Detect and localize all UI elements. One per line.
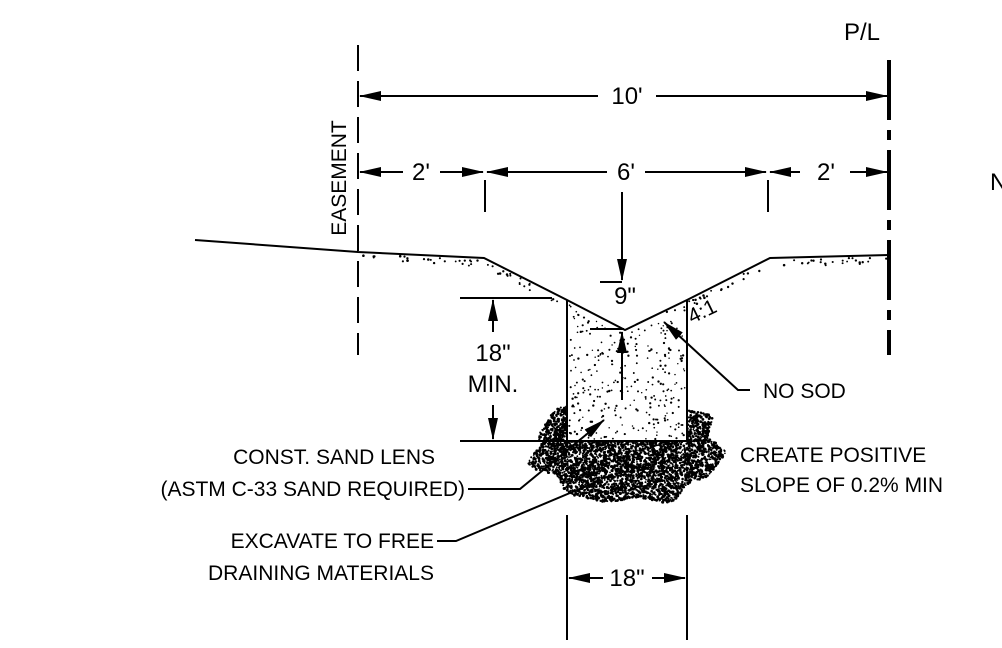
- no-sod-leader: [663, 321, 750, 391]
- right-width-label: 2': [817, 159, 835, 186]
- excavate-leader: [437, 481, 597, 542]
- lens-depth-min-label: MIN.: [468, 371, 519, 398]
- lens-depth-label: 18": [475, 340, 510, 367]
- topsoil-stipple: [362, 254, 888, 305]
- slope-callout-line1: CREATE POSITIVE: [740, 444, 926, 467]
- sand-lens-trench: [566, 300, 688, 442]
- lens-width-label: 18": [609, 565, 644, 592]
- ground-profile: [194, 239, 890, 332]
- sand-lens-stipple: [568, 304, 686, 441]
- no-sod-label: NO SOD: [763, 380, 846, 403]
- left-width-label: 2': [412, 159, 430, 186]
- sand-lens-background: [567, 300, 687, 441]
- side-slope-label: 4:1: [684, 295, 720, 328]
- excavate-callout-line1: EXCAVATE TO FREE: [231, 530, 434, 553]
- sand-lens-leader: [468, 419, 605, 490]
- property-line-label: P/L: [844, 19, 880, 46]
- slope-callout-line2: SLOPE OF 0.2% MIN: [740, 474, 943, 497]
- sand-lens-callout-line1: CONST. SAND LENS: [233, 446, 435, 469]
- easement-label: EASEMENT: [328, 120, 351, 236]
- sand-lens-callout-line2: (ASTM C-33 SAND REQUIRED): [160, 478, 465, 501]
- center-width-label: 6': [617, 159, 635, 186]
- overall-width-label: 10': [611, 83, 642, 110]
- edge-fragment-label: N: [990, 169, 1002, 196]
- swale-depth-label: 9": [614, 283, 636, 310]
- excavate-callout-line2: DRAINING MATERIALS: [208, 562, 434, 585]
